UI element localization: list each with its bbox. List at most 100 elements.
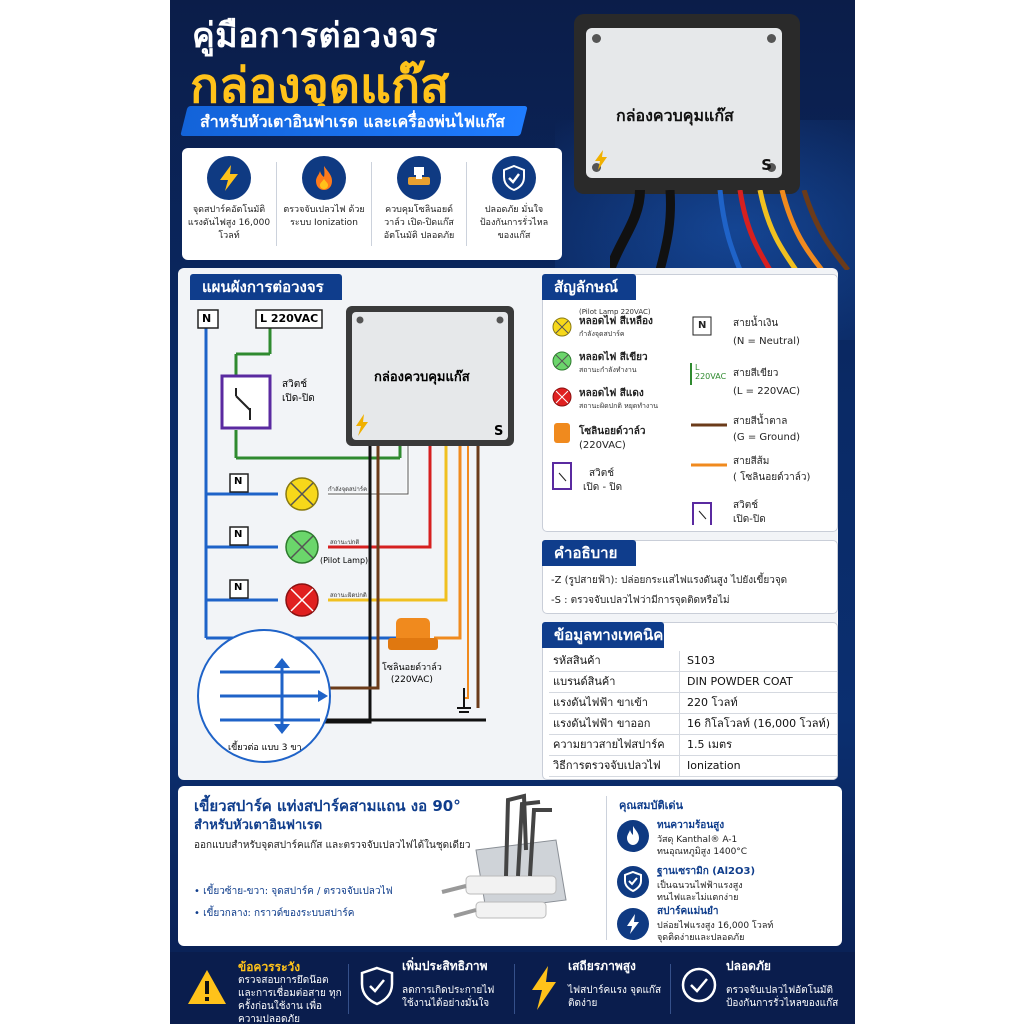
legend-symbol: N (698, 320, 707, 331)
diagram-s-label: S (494, 424, 504, 439)
footer-item: ปลอดภัย ตรวจจับเปลวไฟอัตโนมัติ ป้องกันกา… (678, 958, 850, 1020)
divider (670, 964, 671, 1014)
table-row: วิธีการตรวจจับเปลวไฟ Ionization (549, 756, 837, 777)
electrode-desc: ออกแบบสำหรับจุดสปาร์คแก๊ส และตรวจจับเปลว… (194, 840, 471, 851)
diagram-heading: แผนผังการต่อวงจร (190, 274, 342, 300)
legend-symbol: L 220VAC (695, 363, 727, 381)
spec-value: DIN POWDER COAT (687, 675, 793, 688)
legend-item-title: หลอดไฟ สีเขียว (579, 352, 648, 363)
feature-item: จุดสปาร์คอัตโนมัติ แรงดันไฟสูง 16,000 โว… (182, 148, 276, 260)
diagram-box-label: กล่องควบคุมแก๊ส (374, 370, 470, 385)
lightning-icon (595, 150, 607, 170)
shield-check-icon (360, 966, 394, 1006)
bullet-text: เขี้ยวกลาง: กราวด์ของระบบสปาร์ค (203, 908, 355, 919)
legend-symbols-left (552, 317, 572, 490)
footer: ข้อควรระวัง ตรวจสอบการยึดน๊อต และการเชื่… (170, 952, 855, 1024)
electrode-bullet: • เขี้ยวซ้าย-ขวา: จุดสปาร์ค / ตรวจจับเปล… (194, 886, 393, 897)
table-row: แรงดันไฟฟ้า ขาออก 16 กิโลโวลท์ (16,000 โว… (549, 714, 837, 735)
legend-item-desc: (G = Ground) (733, 432, 801, 443)
legend-item-title: หลอดไฟ สีเหลือง (579, 316, 653, 327)
explain-heading: คำอธิบาย (542, 540, 636, 566)
shield-check-icon (617, 866, 649, 898)
footer-title: ข้อควรระวัง (238, 960, 301, 974)
flame-icon (617, 820, 649, 852)
electrode-bullet: • เขี้ยวกลาง: กราวด์ของระบบสปาร์ค (194, 908, 355, 919)
spec-key: แบรนด์สินค้า (553, 675, 616, 688)
screw (592, 163, 601, 172)
legend-item-desc: เปิด - ปิด (583, 482, 623, 493)
lightning-icon (532, 966, 556, 1010)
footer-item: ข้อควรระวัง ตรวจสอบการยึดน๊อต และการเชื่… (180, 958, 345, 1024)
prop-title: ทนความร้อนสูง (657, 820, 725, 831)
flame-icon (302, 156, 346, 200)
electrode-label: เขี้ยวต่อ แบบ 3 ขา (228, 743, 302, 753)
divider (466, 162, 467, 246)
prop-line: ทนไฟและไม่แตกง่าย (657, 893, 739, 903)
orange-wire (434, 446, 462, 640)
footer-text: ตรวจจับเปลวไฟอัตโนมัติ ป้องกันการรั่วไหล… (726, 985, 839, 1009)
legend-symbols-right (690, 316, 727, 525)
legend-item-desc: (220VAC) (579, 440, 626, 451)
lamp-label: สถานะปกติ (330, 539, 360, 546)
main-section: แผนผังการต่อวงจร (178, 268, 838, 780)
n-label: N (234, 529, 243, 540)
page-title-line1: คู่มือการต่อวงจร (192, 16, 438, 56)
n-label: N (202, 312, 212, 325)
n-label-box (197, 309, 219, 329)
feature-text: ตรวจจับเปลวไฟ ด้วยระบบ Ionization (283, 205, 365, 228)
spec-value: 1.5 เมตร (687, 738, 733, 751)
feature-item: ควบคุมโซลินอยด์วาล์ว เปิด-ปิดแก๊สอัตโนมั… (372, 148, 466, 260)
red-wire (328, 446, 432, 549)
legend-item-desc: สถานะผิดปกติ หยุดทำงาน (579, 402, 659, 410)
control-box-label: กล่องควบคุมแก๊ส (616, 106, 734, 125)
legend-item-title: สวิตช์ (733, 500, 758, 511)
legend-item-desc: กำลังจุดสปาร์ค (579, 330, 625, 338)
l-label: L 220VAC (260, 312, 319, 325)
electrode-section: เขี้ยวสปาร์ค แท่งสปาร์คสามแถน งอ 90° สำห… (178, 786, 842, 946)
cable-bundle (610, 190, 850, 270)
legend-item-desc: สถานะกำลังทำงาน (579, 366, 637, 374)
legend-item-title: หลอดไฟ สีแดง (579, 388, 644, 399)
feature-text: จุดสปาร์คอัตโนมัติ แรงดันไฟสูง 16,000 โว… (187, 205, 271, 241)
explain-panel: คำอธิบาย -Z (รูปสายฟ้า): ปล่อยกระแสไฟแรง… (542, 540, 838, 614)
footer-text: ตรวจสอบการยึดน๊อต และการเชื่อมต่อสาย ทุก… (238, 975, 342, 1024)
legend-item-desc: (N = Neutral) (733, 336, 800, 347)
page-subtitle: สำหรับหัวเตาอินฟาเรด และเครื่องพ่นไฟแก๊ส (200, 112, 505, 131)
table-row: ความยาวสายไฟสปาร์ค 1.5 เมตร (549, 735, 837, 756)
lightning-icon (207, 156, 251, 200)
electrode-title: เขี้ยวสปาร์ค แท่งสปาร์คสามแถน งอ 90° (194, 797, 461, 815)
feature-text: ปลอดภัย มั่นใจ ป้องกันการรั่วไหล ของแก๊ส (479, 205, 549, 241)
spec-key: วิธีการตรวจจับเปลวไฟ (553, 759, 661, 772)
prop-title: ฐานเซรามิก (Al2O3) (657, 866, 756, 877)
feature-item: ปลอดภัย มั่นใจ ป้องกันการรั่วไหล ของแก๊ส (467, 148, 561, 260)
footer-item: เพิ่มประสิทธิภาพ ลดการเกิดประกายไฟ ใช้งา… (358, 958, 508, 1020)
spec-value: 16 กิโลโวลท์ (16,000 โวลท์) (687, 717, 831, 730)
legend-item-title: โซลินอยด์วาล์ว (579, 426, 646, 437)
divider (371, 162, 372, 246)
lamp-label: กำลังจุดสปาร์ค (328, 486, 368, 493)
electrode-photo (441, 793, 567, 919)
spec-key: แรงดันไฟฟ้า ขาออก (553, 717, 651, 730)
lamp-label: สถานะผิดปกติ (330, 592, 367, 599)
features-strip: จุดสปาร์คอัตโนมัติ แรงดันไฟสูง 16,000 โว… (182, 148, 562, 260)
footer-item: เสถียรภาพสูง ไฟสปาร์คแรง จุดแก๊สติดง่าย (526, 958, 676, 1020)
prop-line: ทนอุณหภูมิสูง 1400°C (657, 847, 748, 857)
switch-symbol (220, 374, 272, 430)
prop-line: จุดติดง่ายและปลอดภัย (657, 933, 745, 943)
warning-icon (188, 970, 226, 1004)
footer-text: ลดการเกิดประกายไฟ ใช้งานได้อย่างมั่นใจ (402, 985, 495, 1009)
pilot-lamp-label: (Pilot Lamp) (320, 556, 369, 565)
bullet-text: เขี้ยวซ้าย-ขวา: จุดสปาร์ค / ตรวจจับเปลวไ… (203, 886, 393, 897)
spec-key: ความยาวสายไฟสปาร์ค (553, 738, 665, 751)
props-heading: คุณสมบัติเด่น (619, 799, 684, 812)
screw (767, 34, 776, 43)
spec-value: Ionization (687, 759, 741, 772)
n-label: N (234, 476, 243, 487)
feature-text: ควบคุมโซลินอยด์วาล์ว เปิด-ปิดแก๊สอัตโนมั… (383, 205, 455, 241)
legend-item-desc: เปิด-ปิด (733, 514, 766, 525)
divider (348, 964, 349, 1014)
specs-heading: ข้อมูลทางเทคนิค (542, 622, 664, 648)
screw (592, 34, 601, 43)
